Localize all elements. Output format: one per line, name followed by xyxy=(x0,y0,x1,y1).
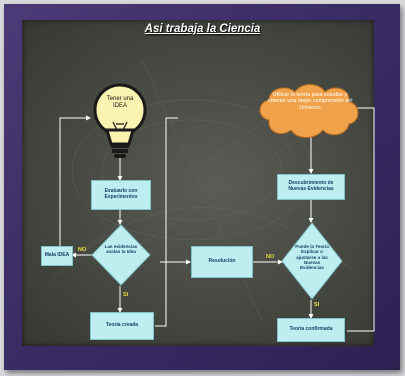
cloud-text: Utilizar la teoría para estudiar y obten… xyxy=(267,92,353,111)
decision-2-text: Puede la Teoría Explicar o ajustarse a l… xyxy=(295,244,329,271)
discovery-box: Descubrimiento de Nuevas Evidencias xyxy=(277,174,345,200)
no-label-left: NO xyxy=(78,247,87,253)
evaluate-box: Evaluarlo con Experimentos xyxy=(91,180,151,210)
decision-1-text: Las evidencias avalan la Idea xyxy=(104,244,138,255)
bad-idea-box: Mala IDEA xyxy=(41,246,73,266)
si-label-right: SI xyxy=(314,302,320,308)
decision-diamond-2 xyxy=(281,222,343,300)
decision-diamond-1 xyxy=(91,224,151,286)
confirmed-box: Teoría confirmada xyxy=(277,318,345,342)
no-label-right: NO xyxy=(266,254,275,260)
cloud-shape xyxy=(259,84,359,138)
resolution-box: Resolución xyxy=(191,246,253,278)
idea-text: Tener una IDEA xyxy=(106,96,134,109)
si-label-left: SI xyxy=(123,292,129,298)
theory-created-box: Teoría creada xyxy=(90,312,154,340)
lightbulb-icon xyxy=(93,83,147,158)
diagram-title: Asi trabaja la Ciencia xyxy=(144,23,261,35)
